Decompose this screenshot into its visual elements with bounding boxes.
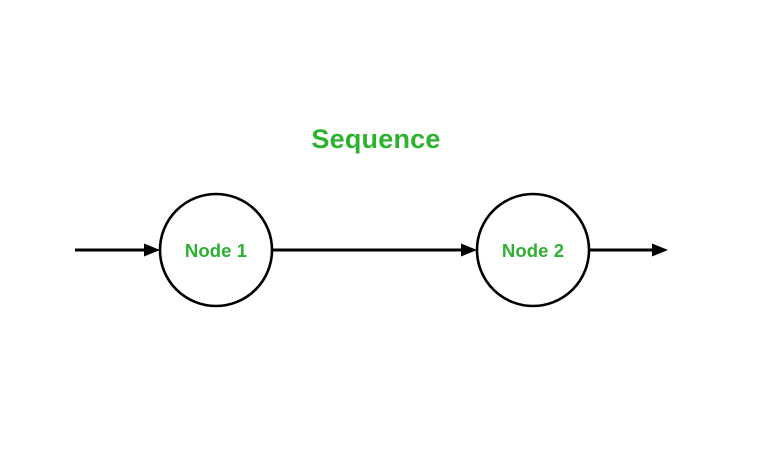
exit-arrow-head <box>652 243 668 257</box>
node-1[interactable]: Node 1 <box>158 192 274 308</box>
diagram-title: Sequence <box>311 124 440 154</box>
exit-arrow <box>590 243 668 257</box>
node-2-circle[interactable] <box>475 192 591 308</box>
entry-arrow <box>75 243 160 257</box>
node1-to-node2-arrow-head <box>461 243 477 257</box>
node-1-label: Node 1 <box>185 240 247 261</box>
node-2-label: Node 2 <box>502 240 564 261</box>
node-2[interactable]: Node 2 <box>475 192 591 308</box>
node-1-circle[interactable] <box>158 192 274 308</box>
node1-to-node2-arrow <box>273 243 477 257</box>
entry-arrow-head <box>144 243 160 257</box>
